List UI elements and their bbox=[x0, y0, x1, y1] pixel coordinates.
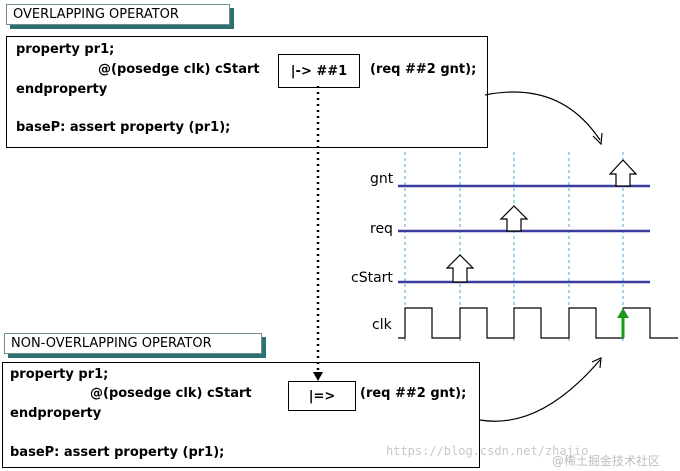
top-line-property: property pr1; bbox=[16, 42, 115, 57]
clk-waveform bbox=[398, 307, 678, 339]
non-overlapping-operator-text: |=> bbox=[308, 388, 336, 404]
non-overlapping-title-text: NON-OVERLAPPING OPERATOR bbox=[11, 336, 212, 351]
req-up-arrow bbox=[499, 205, 529, 232]
signal-label-cstart: cStart bbox=[351, 270, 393, 286]
non-overlapping-code-box bbox=[2, 362, 480, 468]
overlapping-title: OVERLAPPING OPERATOR bbox=[6, 4, 230, 25]
bottom-line-property: property pr1; bbox=[10, 367, 109, 382]
top-curve-arrow bbox=[484, 91, 601, 141]
bottom-line-assert: baseP: assert property (pr1); bbox=[10, 445, 225, 460]
top-line-req-gnt: (req ##2 gnt); bbox=[370, 62, 477, 77]
top-line-assert: baseP: assert property (pr1); bbox=[16, 120, 231, 135]
non-overlapping-title: NON-OVERLAPPING OPERATOR bbox=[4, 333, 262, 354]
top-line-endproperty: endproperty bbox=[16, 82, 108, 97]
overlapping-title-text: OVERLAPPING OPERATOR bbox=[13, 7, 179, 22]
watermark-label: @稀土掘金技术社区 bbox=[552, 454, 661, 468]
clk-sample-arrow bbox=[617, 308, 629, 338]
gnt-up-arrow bbox=[608, 159, 638, 187]
signal-label-clk: clk bbox=[372, 317, 392, 333]
bottom-line-endproperty: endproperty bbox=[10, 406, 102, 421]
cstart-up-arrow bbox=[445, 254, 475, 283]
non-overlapping-operator-box: |=> bbox=[288, 381, 356, 411]
bottom-line-req-gnt: (req ##2 gnt); bbox=[360, 386, 467, 401]
bottom-curve-arrow bbox=[479, 359, 601, 422]
bottom-line-posedge: @(posedge clk) cStart bbox=[90, 386, 252, 401]
operator-connector-arrowhead bbox=[313, 372, 323, 381]
overlapping-operator-box: |-> ##1 bbox=[278, 54, 360, 88]
overlapping-operator-text: |-> ##1 bbox=[290, 63, 348, 79]
overlapping-code-box bbox=[6, 36, 488, 148]
signal-label-gnt: gnt bbox=[370, 171, 394, 187]
watermark-url: https://blog.csdn.net/zhajio bbox=[386, 444, 589, 458]
top-line-posedge: @(posedge clk) cStart bbox=[98, 62, 260, 77]
signal-label-req: req bbox=[370, 221, 393, 237]
